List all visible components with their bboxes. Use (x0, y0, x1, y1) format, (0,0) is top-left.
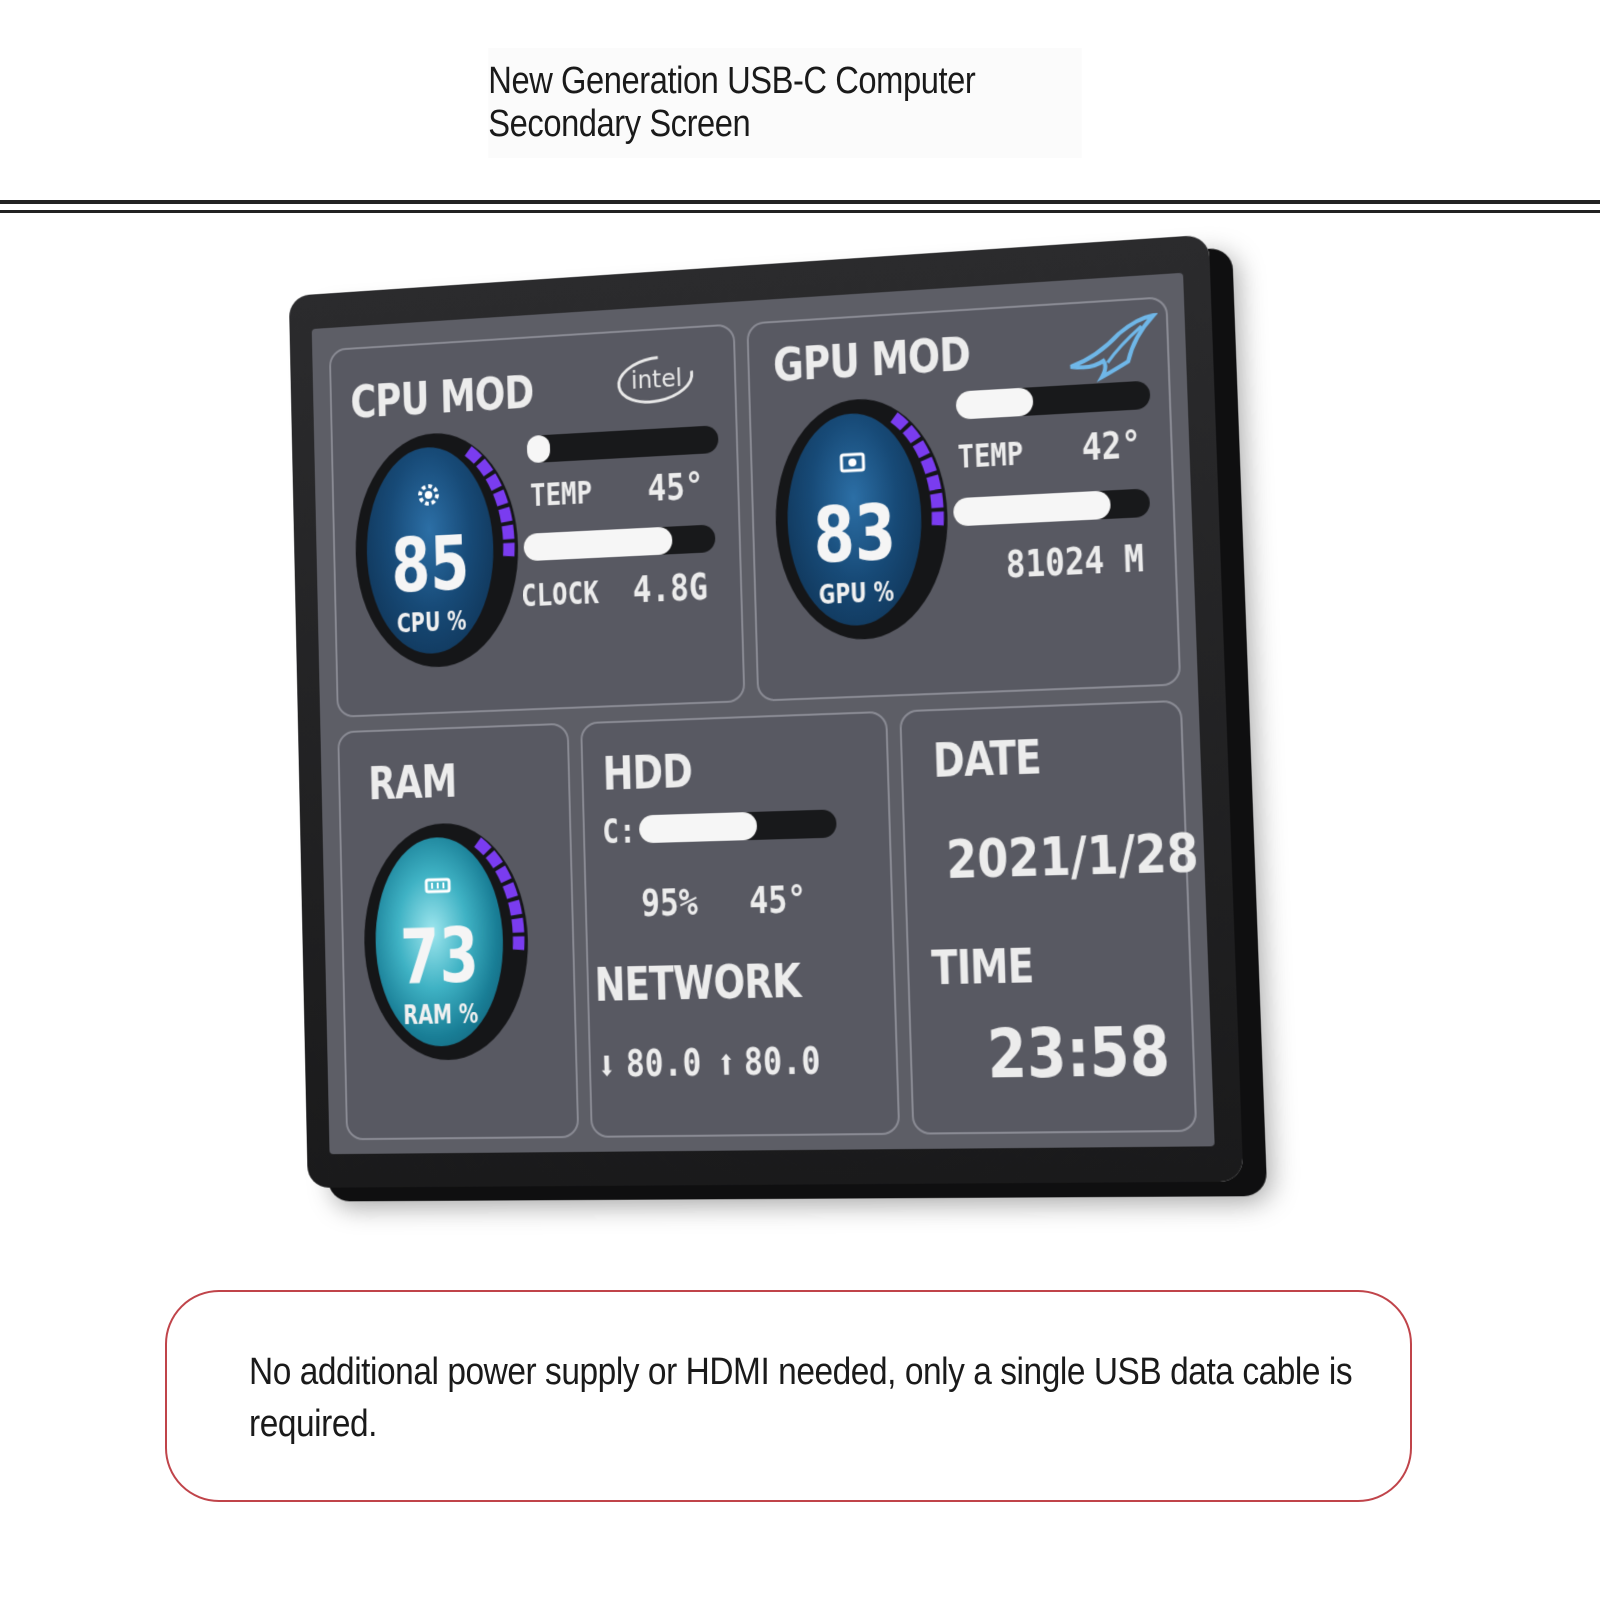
network-down-value: 80.0 (625, 1040, 702, 1086)
upload-arrow-icon: ⬆ (715, 1041, 737, 1089)
hdd-usage-bar-fill (638, 811, 758, 844)
date-time-panel: DATE 2021/1/28 TIME 23:58 (899, 699, 1200, 1135)
rog-eye-icon (1065, 313, 1160, 389)
gpu-temp-bar (955, 380, 1151, 420)
ram-gauge: 73 RAM % (361, 820, 531, 1062)
hdd-usage-bar (638, 809, 837, 844)
cpu-panel: CPU MOD intel 85 CPU % (328, 323, 746, 718)
download-arrow-icon: ⬇ (596, 1043, 618, 1090)
network-up-value: 80.0 (743, 1038, 822, 1084)
gpu-memory-bar-fill (952, 490, 1111, 527)
ram-gauge-arc (362, 821, 531, 1061)
notice-box: No additional power supply or HDMI neede… (165, 1290, 1412, 1502)
cpu-clock-label: CLOCK (520, 573, 600, 615)
gpu-memory-value: 81024 M (1005, 535, 1145, 587)
cpu-clock-bar (523, 524, 716, 562)
cpu-temp-bar (526, 425, 719, 464)
cpu-clock-bar-fill (523, 526, 674, 562)
notice-text: No additional power supply or HDMI neede… (249, 1351, 1353, 1445)
hdd-panel: HDD C: 95% 45° NETWORK ⬇ 80.0 ⬆ 80.0 (580, 710, 901, 1138)
cpu-temp-value: 45° (646, 463, 705, 510)
date-value: 2021/1/28 (945, 822, 1200, 892)
device-bezel: CPU MOD intel 85 CPU % (288, 234, 1244, 1188)
gpu-memory-bar (952, 488, 1151, 527)
network-title: NETWORK (593, 953, 802, 1012)
hdd-title: HDD (602, 744, 693, 801)
cpu-gauge-arc (353, 429, 521, 670)
cpu-clock-value: 4.8G (632, 564, 709, 612)
cpu-temp-label: TEMP (529, 473, 593, 514)
gpu-temp-bar-fill (955, 387, 1034, 420)
time-value: 23:58 (985, 1011, 1172, 1094)
hdd-drive-label: C: (601, 811, 637, 853)
ram-panel: RAM 73 RAM % (337, 722, 580, 1141)
device-image: CPU MOD intel 85 CPU % (278, 234, 1258, 1230)
date-title: DATE (932, 729, 1042, 789)
time-title: TIME (930, 938, 1035, 996)
gpu-panel: GPU MOD 83 GPU % TEMP 4 (746, 296, 1182, 702)
divider (0, 200, 1600, 204)
graphics-card-icon (837, 447, 868, 479)
gpu-temp-label: TEMP (957, 434, 1024, 476)
divider (0, 210, 1600, 213)
device-screen: CPU MOD intel 85 CPU % (311, 272, 1215, 1155)
cpu-title: CPU MOD (349, 365, 535, 429)
ram-title: RAM (367, 754, 458, 811)
hdd-usage-value: 95% (640, 879, 699, 926)
hdd-temp-value: 45° (748, 876, 808, 923)
gpu-title: GPU MOD (772, 326, 971, 393)
page-title: New Generation USB-C Computer Secondary … (488, 48, 1082, 158)
intel-logo-text: intel (631, 364, 683, 395)
cpu-temp-bar-fill (526, 434, 551, 464)
cpu-gauge: 85 CPU % (353, 428, 521, 671)
intel-logo-icon: intel (615, 348, 696, 412)
gpu-temp-value: 42° (1080, 421, 1142, 470)
gpu-gauge: 83 GPU % (772, 394, 952, 643)
gpu-gauge-arc (772, 394, 951, 642)
